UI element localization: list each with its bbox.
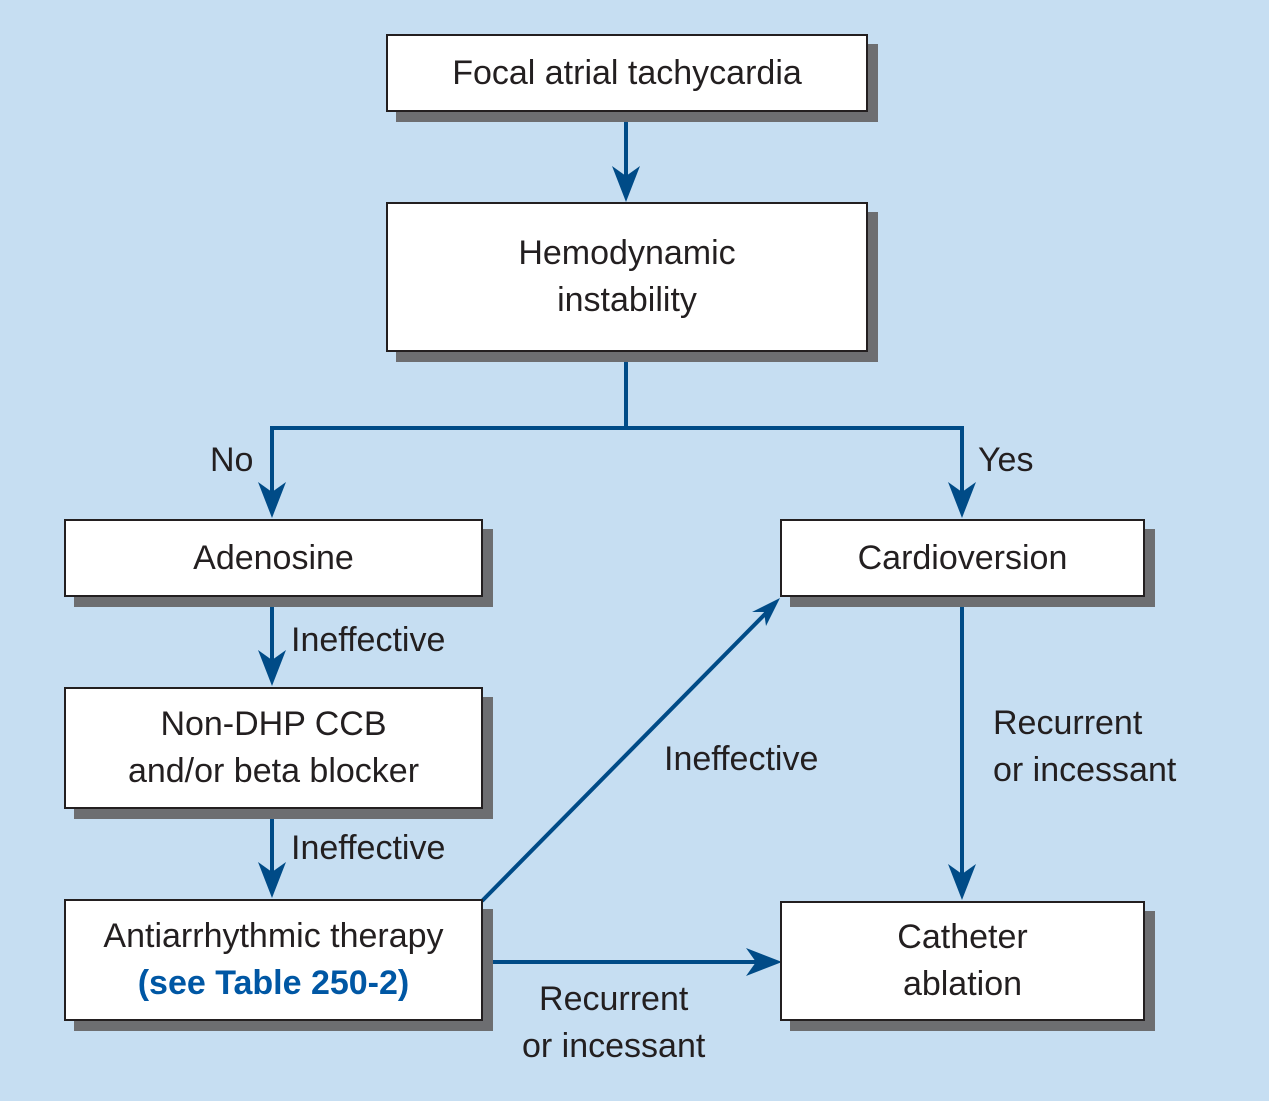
branch-yes-line [626, 426, 964, 505]
label-ineffective: Ineffective [291, 621, 446, 659]
node-text: Adenosine [193, 538, 354, 577]
node-adenosine: Adenosine [64, 519, 483, 597]
arrow-anti-to-cardio [480, 607, 772, 903]
label-ineffective: Ineffective [291, 829, 446, 867]
node-text: and/or beta blocker [127, 752, 420, 790]
label-recurrent: Recurrent or incessant [993, 700, 1176, 794]
label-line: Recurrent [993, 704, 1143, 742]
node-antiarrhythmic-therapy: Antiarrhythmic therapy (see Table 250-2) [64, 899, 483, 1021]
node-non-dhp-ccb: Non-DHP CCB and/or beta blocker [64, 687, 483, 809]
label-ineffective: Ineffective [664, 740, 819, 778]
label-no: No [210, 441, 254, 479]
arrowhead [948, 482, 976, 518]
arrowhead [948, 864, 976, 900]
node-text: ablation [902, 965, 1023, 1003]
branch-line [270, 350, 628, 505]
arrowhead [752, 598, 780, 626]
node-text: Antiarrhythmic therapy [103, 917, 444, 955]
label-line: Recurrent [539, 980, 689, 1018]
label-recurrent: Recurrent or incessant [522, 976, 705, 1070]
node-catheter-ablation: Catheter ablation [780, 901, 1145, 1021]
arrowhead [612, 166, 640, 202]
table-reference-link[interactable]: (see Table 250-2) [137, 964, 410, 1002]
node-cardioversion: Cardioversion [780, 519, 1145, 597]
node-text: Non-DHP CCB [160, 705, 387, 743]
node-hemodynamic-instability: Hemodynamic instability [386, 202, 868, 352]
node-text: Cardioversion [857, 538, 1068, 577]
node-text: instability [557, 281, 697, 319]
arrowhead [258, 650, 286, 686]
label-line: or incessant [993, 751, 1177, 789]
node-text: Catheter [897, 918, 1028, 956]
arrowhead [258, 482, 286, 518]
node-text: Hemodynamic [518, 234, 736, 272]
label-line: or incessant [522, 1027, 706, 1065]
label-yes: Yes [978, 441, 1034, 479]
arrowhead [258, 862, 286, 898]
node-focal-atrial-tachycardia: Focal atrial tachycardia [386, 34, 868, 112]
arrowhead [746, 948, 782, 976]
node-text: Focal atrial tachycardia [452, 53, 802, 92]
